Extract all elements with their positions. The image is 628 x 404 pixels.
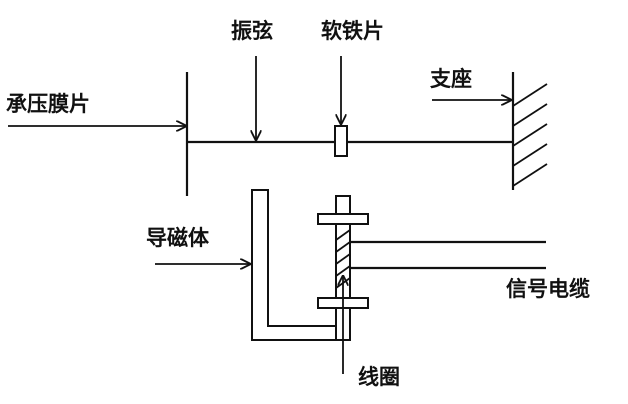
label-coil: 线圈 (358, 365, 400, 389)
label-magnetic-conductor: 导磁体 (146, 226, 210, 250)
label-signal-cable: 信号电缆 (506, 277, 590, 301)
signal-cable (350, 240, 546, 270)
soft-iron-piece (334, 125, 348, 157)
magnetic-conductor (251, 189, 337, 341)
label-soft-iron: 软铁片 (321, 19, 384, 43)
label-vibrating-string: 振弦 (231, 19, 273, 43)
coil-flange-top (317, 213, 369, 225)
label-support: 支座 (430, 67, 472, 91)
support-hatching (512, 83, 548, 187)
label-pressure-diaphragm: 承压膜片 (6, 92, 90, 116)
